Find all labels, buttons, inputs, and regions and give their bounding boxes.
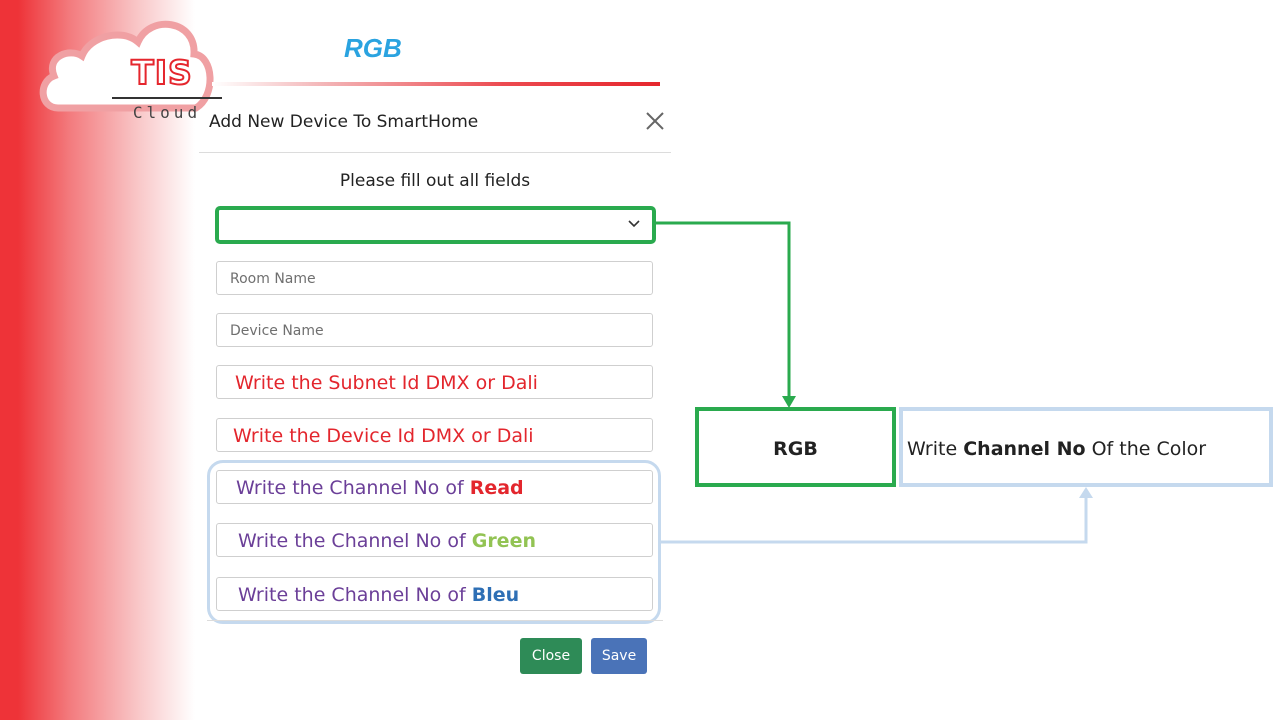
heading-underline: [212, 82, 660, 86]
blue-channel-hint-prefix: Write the Channel No of: [238, 584, 466, 606]
tis-cloud-logo: TIS Cloud: [38, 12, 222, 122]
room-name-placeholder: Room Name: [230, 271, 316, 287]
close-button[interactable]: Close: [520, 638, 582, 674]
channel-fields-highlight: [207, 460, 661, 624]
channel-callout-suffix: Of the Color: [1091, 438, 1207, 460]
channel-callout-keyword: Channel No: [963, 438, 1086, 460]
green-channel-keyword: Green: [471, 530, 536, 552]
blue-connector-arrow: [660, 496, 1088, 544]
device-type-callout-label: RGB: [773, 438, 818, 460]
red-channel-hint-prefix: Write the Channel No of: [236, 477, 464, 499]
green-channel-hint-prefix: Write the Channel No of: [238, 530, 466, 552]
modal-header-divider: [199, 152, 671, 153]
red-gradient-sidebar: [0, 0, 200, 720]
red-channel-hint: Write the Channel No of Read: [236, 476, 524, 500]
chevron-down-icon[interactable]: [628, 220, 640, 228]
channel-callout: Write Channel No Of the Color: [899, 407, 1273, 487]
subnet-id-field[interactable]: Write the Subnet Id DMX or Dali: [216, 365, 653, 399]
green-channel-hint: Write the Channel No of Green: [238, 529, 536, 553]
cloud-icon: [39, 20, 214, 112]
blue-channel-hint: Write the Channel No of Bleu: [238, 583, 519, 607]
blue-channel-field[interactable]: Write the Channel No of Bleu: [216, 577, 653, 611]
device-type-select[interactable]: [215, 206, 656, 244]
logo-divider: [112, 97, 222, 99]
logo-wordmark: TIS: [130, 53, 193, 92]
device-name-field[interactable]: Device Name: [216, 313, 653, 347]
device-id-field[interactable]: Write the Device Id DMX or Dali: [216, 418, 653, 452]
blue-channel-keyword: Bleu: [471, 584, 520, 606]
green-channel-field[interactable]: Write the Channel No of Green: [216, 523, 653, 557]
form-instructions: Please fill out all fields: [339, 171, 531, 191]
subnet-id-hint: Write the Subnet Id DMX or Dali: [235, 372, 538, 394]
close-icon[interactable]: [644, 110, 666, 132]
logo-subtext: Cloud: [132, 103, 202, 122]
device-name-placeholder: Device Name: [230, 323, 324, 339]
room-name-field[interactable]: Room Name: [216, 261, 653, 295]
page-title: RGB: [344, 33, 402, 63]
modal-footer-divider: [207, 620, 663, 621]
red-channel-keyword: Read: [469, 477, 524, 499]
modal-title: Add New Device To SmartHome: [209, 112, 479, 132]
red-channel-field[interactable]: Write the Channel No of Read: [216, 470, 653, 504]
channel-callout-prefix: Write: [907, 438, 958, 460]
save-button[interactable]: Save: [591, 638, 647, 674]
device-type-callout: RGB: [695, 407, 896, 487]
device-id-hint: Write the Device Id DMX or Dali: [233, 425, 534, 447]
blue-arrowhead: [1079, 487, 1093, 498]
green-connector-arrow: [654, 221, 791, 398]
channel-callout-text: Write Channel No Of the Color: [907, 437, 1206, 461]
